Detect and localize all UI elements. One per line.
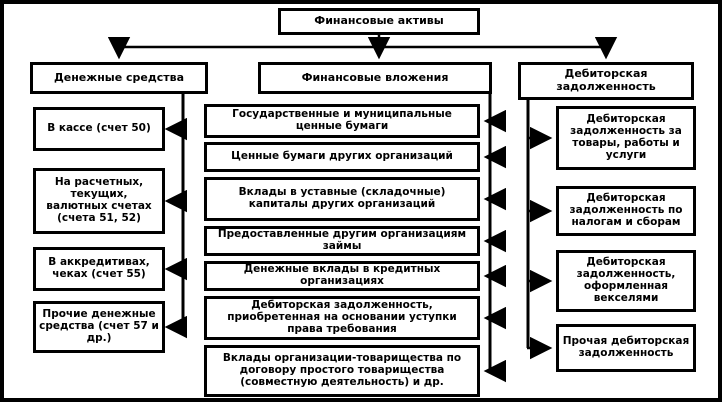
node-receivables-assignment-of-claim: Дебиторская задолженность, приобретенная… <box>204 296 480 340</box>
node-financial-assets: Финансовые активы <box>278 8 480 35</box>
node-header-cash-funds: Денежные средства <box>30 62 208 94</box>
node-header-accounts-receivable: Дебиторская задолженность <box>518 62 694 100</box>
node-letters-of-credit: В аккредитивах, чеках (счет 55) <box>33 247 165 291</box>
node-deposits-in-credit-organizations: Денежные вклады в кредитных организациях <box>204 261 480 291</box>
node-receivables-promissory-notes: Дебиторская задолженность, оформленная в… <box>556 250 696 312</box>
node-other-receivables: Прочая дебиторская задолженность <box>556 324 696 372</box>
node-header-financial-investments: Финансовые вложения <box>258 62 492 94</box>
node-receivables-taxes: Дебиторская задолженность по налогам и с… <box>556 186 696 236</box>
node-contributions-to-capital: Вклады в уставные (складочные) капиталы … <box>204 177 480 221</box>
node-securities-other-organizations: Ценные бумаги других организаций <box>204 142 480 172</box>
node-receivables-goods-services: Дебиторская задолженность за товары, раб… <box>556 106 696 170</box>
node-partnership-contributions: Вклады организации-товарищества по догов… <box>204 345 480 397</box>
node-cash-in-hand: В кассе (счет 50) <box>33 107 165 151</box>
node-loans-to-organizations: Предоставленные другим организациям займ… <box>204 226 480 256</box>
node-settlement-accounts: На расчетных, текущих, валютных счетах (… <box>33 168 165 234</box>
node-other-cash-funds: Прочие денежные средства (счет 57 и др.) <box>33 301 165 353</box>
node-state-municipal-securities: Государственные и муниципальные ценные б… <box>204 104 480 138</box>
